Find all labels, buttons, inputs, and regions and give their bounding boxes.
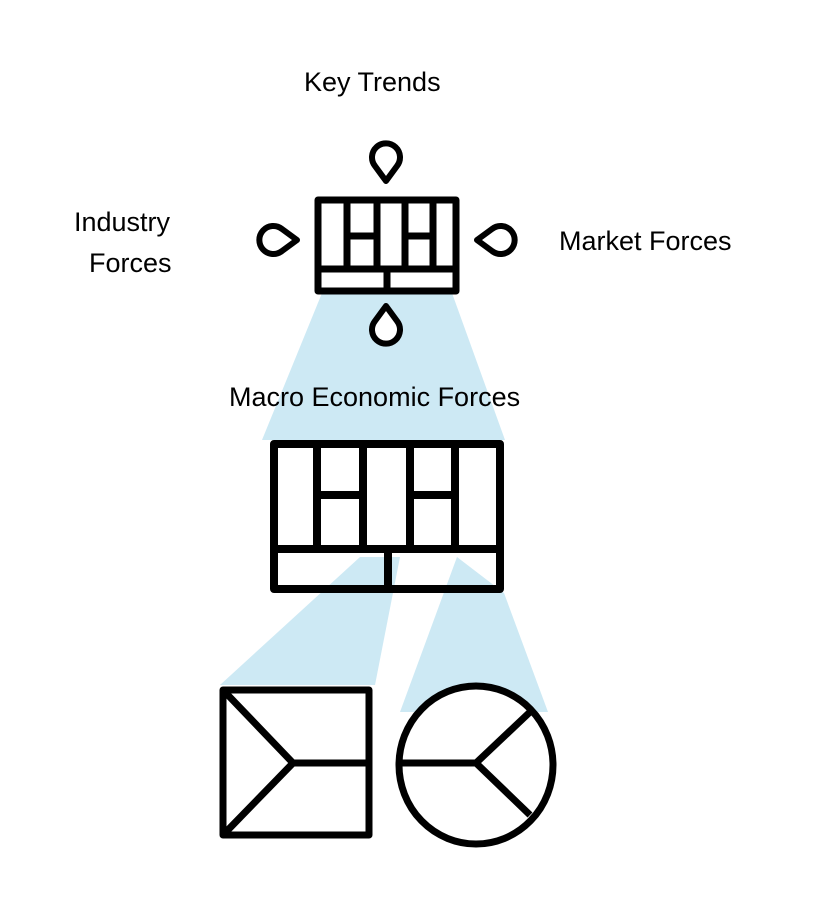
beam-small-to-large — [262, 293, 505, 440]
large-canvas-icon — [270, 440, 504, 593]
droplet-top-icon — [369, 140, 403, 184]
customer-segment-circle-icon — [395, 682, 557, 848]
label-key-trends: Key Trends — [304, 67, 441, 97]
droplet-left-icon — [256, 223, 300, 257]
label-industry-forces-line1: Industry — [74, 207, 171, 237]
value-proposition-square-icon — [219, 686, 373, 839]
label-industry-forces-line2: Forces — [89, 248, 172, 278]
beam-large-to-square — [220, 557, 400, 685]
label-macro-economic-forces: Macro Economic Forces — [229, 382, 521, 412]
label-market-forces: Market Forces — [559, 226, 732, 256]
small-canvas-icon — [314, 196, 460, 295]
beam-large-to-circle — [400, 557, 548, 712]
droplet-right-icon — [474, 223, 518, 257]
droplet-bottom-icon — [369, 303, 403, 347]
